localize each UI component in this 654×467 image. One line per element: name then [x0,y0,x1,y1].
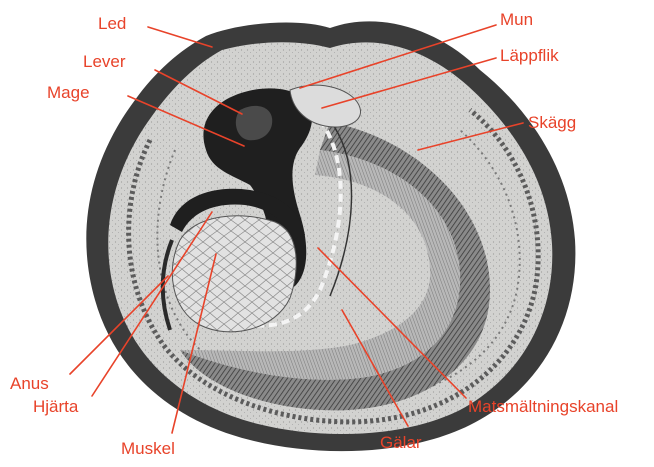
leader-led [148,27,212,47]
label-lappflik: Läppflik [500,46,559,65]
label-skagg: Skägg [528,113,576,132]
label-lever: Lever [83,52,126,71]
adductor-muscle [172,216,296,332]
label-anus: Anus [10,374,49,393]
label-led: Led [98,14,126,33]
label-galar: Gälar [380,433,422,452]
label-muskel: Muskel [121,439,175,458]
label-matsmaltningskanal: Matsmältningskanal [468,397,618,416]
label-mage: Mage [47,83,90,102]
label-hjarta: Hjärta [33,397,79,416]
label-mun: Mun [500,10,533,29]
